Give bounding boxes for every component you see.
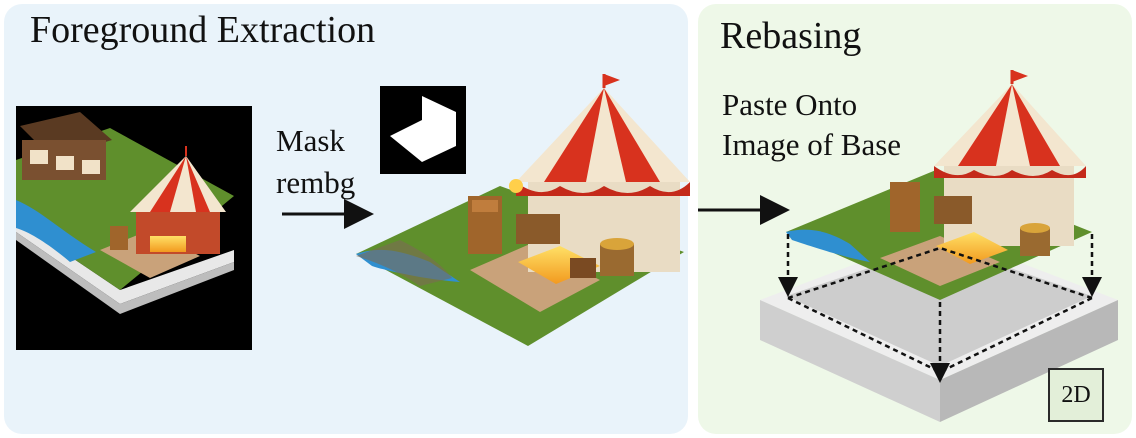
input-scene-image (16, 106, 252, 350)
dashed-down-arrow-icon (778, 234, 1102, 383)
mask-image (380, 86, 466, 174)
extracted-foreground-image (356, 74, 690, 346)
mask-label: Mask (276, 123, 345, 158)
image-of-base-label: Image of Base (722, 127, 902, 162)
foreground-extraction-title: Foreground Extraction (30, 9, 376, 51)
paste-onto-label: Paste Onto (722, 87, 858, 122)
rembg-label: rembg (276, 165, 356, 200)
2d-badge: 2D (1048, 368, 1104, 422)
rebasing-title: Rebasing (720, 15, 862, 57)
floating-foreground-image (786, 70, 1092, 300)
